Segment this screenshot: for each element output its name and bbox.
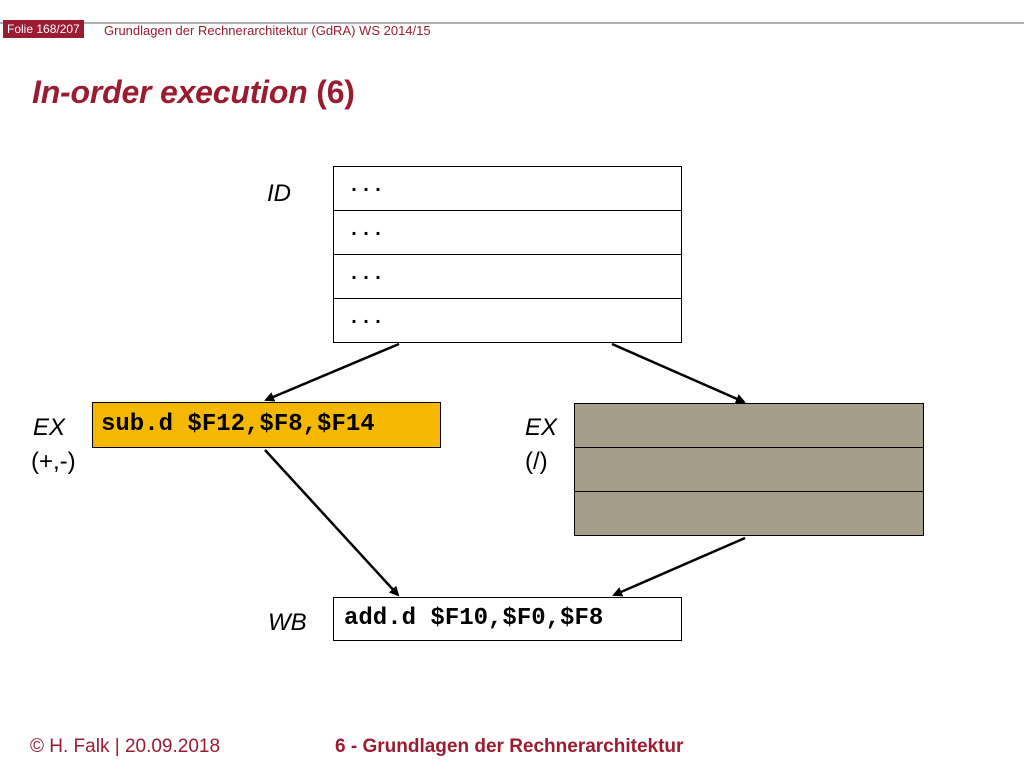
id-queue-slot: ... <box>333 210 682 255</box>
ex-div-slot <box>574 491 924 536</box>
page-title-suffix: (6) <box>307 74 355 110</box>
arrow-id-to-ex-add <box>264 342 400 402</box>
arrow-id-to-ex-div <box>611 342 746 404</box>
ex-div-slot <box>574 403 924 448</box>
ex-div-stage-ops: (/) <box>525 448 548 475</box>
wb-stage-label: WB <box>268 609 307 636</box>
ex-add-stage-label: EX <box>33 414 66 441</box>
header-divider <box>0 22 1024 24</box>
page-title: In-order execution (6) <box>32 74 355 111</box>
arrow-ex-add-to-wb <box>264 449 400 597</box>
id-queue-slot: ... <box>333 166 682 211</box>
page-title-main: In-order execution <box>32 74 308 110</box>
arrow-ex-div-to-wb <box>612 536 746 597</box>
ex-div-stage-label: EX <box>525 414 558 441</box>
footer-chapter: 6 - Grundlagen der Rechnerarchitektur <box>335 736 684 757</box>
slide-number-badge: Folie 168/207 <box>3 20 84 38</box>
ex-div-slot <box>574 447 924 492</box>
ex-add-sub-unit: sub.d $F12,$F8,$F14 <box>92 402 441 448</box>
id-queue-slot: ... <box>333 254 682 299</box>
id-queue-slot: ... <box>333 298 682 343</box>
ex-add-stage-ops: (+,-) <box>31 448 76 475</box>
wb-unit: add.d $F10,$F0,$F8 <box>333 597 682 641</box>
course-title: Grundlagen der Rechnerarchitektur (GdRA)… <box>104 23 431 38</box>
footer-author-date: © H. Falk | 20.09.2018 <box>30 736 221 757</box>
id-stage-label: ID <box>267 180 291 207</box>
